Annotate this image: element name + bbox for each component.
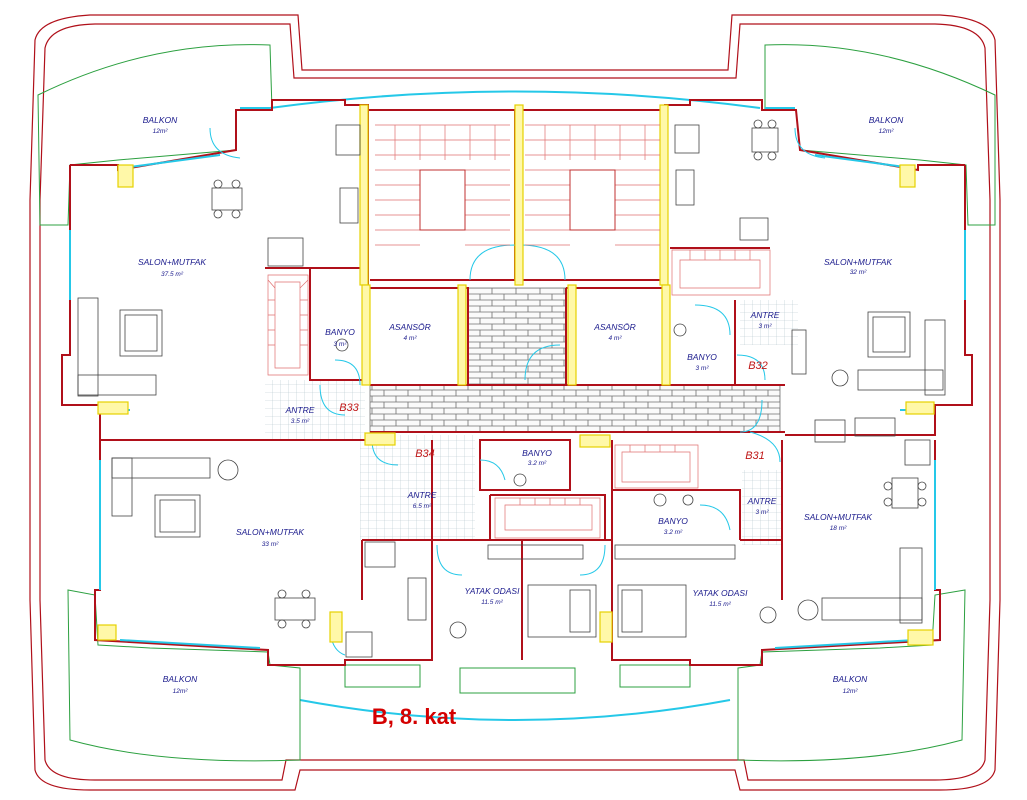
room-area: 3.2 m² <box>664 529 683 536</box>
balcony-top-right <box>764 44 996 226</box>
stair-right <box>525 124 660 246</box>
room-area: 6.5 m² <box>413 503 432 510</box>
room-name: BALKON <box>163 674 198 684</box>
terrace-strip-center <box>459 667 576 694</box>
room-area: 37.5 m² <box>161 271 184 278</box>
room-name: BALKON <box>833 674 868 684</box>
spiral-stair-right <box>671 249 771 296</box>
room-name: SALON+MUTFAK <box>236 527 304 537</box>
room-name: BALKON <box>869 115 904 125</box>
landing <box>467 287 567 386</box>
room-area: 11.5 m² <box>709 601 731 608</box>
room-area: 33 m² <box>262 541 279 548</box>
unit-labels: B33 B34 B32 B31 <box>339 360 768 462</box>
room-area: 32 m² <box>850 269 867 276</box>
room-name: BALKON <box>143 115 178 125</box>
room-name: BANYO <box>325 327 355 337</box>
furniture-bottom-right <box>614 417 931 638</box>
room-name: SALON+MUTFAK <box>804 512 872 522</box>
spiral-stair-left <box>267 274 309 376</box>
stair-left <box>375 124 510 246</box>
room-area: 3 m² <box>759 323 773 330</box>
spiral-stair-bottom-right <box>614 444 699 489</box>
room-name: ANTRE <box>407 490 437 500</box>
balcony-top-left <box>37 44 273 226</box>
room-area: 18 m² <box>830 525 847 532</box>
room-name: BANYO <box>658 516 688 526</box>
plan-title: B, 8. kat <box>372 704 457 729</box>
room-name: YATAK ODASI <box>693 588 749 598</box>
windows <box>69 107 966 649</box>
antre-floor-right-bottom <box>742 470 782 545</box>
room-area: 3 m² <box>696 365 710 372</box>
room-name: YATAK ODASI <box>465 586 521 596</box>
room-area: 12m² <box>879 128 895 135</box>
room-name: SALON+MUTFAK <box>138 257 206 267</box>
room-name: SALON+MUTFAK <box>824 257 892 267</box>
room-area: 12m² <box>843 688 859 695</box>
room-name: ASANSÖR <box>593 322 636 332</box>
furniture-top-right <box>673 119 946 396</box>
columns <box>97 104 935 646</box>
terrace-strip-left <box>344 664 421 688</box>
room-area: 3.5 m² <box>291 418 310 425</box>
antre-floor-left <box>265 380 365 440</box>
room-labels: BALKON 12m² BALKON 12m² BALKON 12m² BALK… <box>138 115 904 695</box>
room-area: 12m² <box>173 688 189 695</box>
spiral-stair-center <box>494 497 601 539</box>
room-area: 12m² <box>153 128 169 135</box>
unit-label-b31: B31 <box>745 450 765 462</box>
room-name: ANTRE <box>285 405 315 415</box>
room-area: 4 m² <box>609 335 623 342</box>
room-area: 3 m² <box>334 341 348 348</box>
room-name: ANTRE <box>747 496 777 506</box>
unit-label-b34: B34 <box>415 448 435 460</box>
room-name: ANTRE <box>750 310 780 320</box>
room-area: 4 m² <box>404 335 418 342</box>
room-area: 3.2 m² <box>528 460 547 467</box>
room-name: ASANSÖR <box>388 322 431 332</box>
antre-floor-right <box>740 300 798 345</box>
unit-label-b32: B32 <box>748 360 768 372</box>
unit-label-b33: B33 <box>339 402 359 414</box>
corridor <box>369 384 781 433</box>
antre-floor-center <box>360 435 475 540</box>
room-area: 11.5 m² <box>481 599 503 606</box>
furniture-top-left <box>77 124 361 397</box>
terrace-strip-right <box>619 664 691 688</box>
room-name: BANYO <box>522 448 552 458</box>
room-name: BANYO <box>687 352 717 362</box>
furniture-bottom-left <box>111 457 597 658</box>
balcony-bottom-right <box>737 589 966 762</box>
room-area: 3 m² <box>756 509 770 516</box>
